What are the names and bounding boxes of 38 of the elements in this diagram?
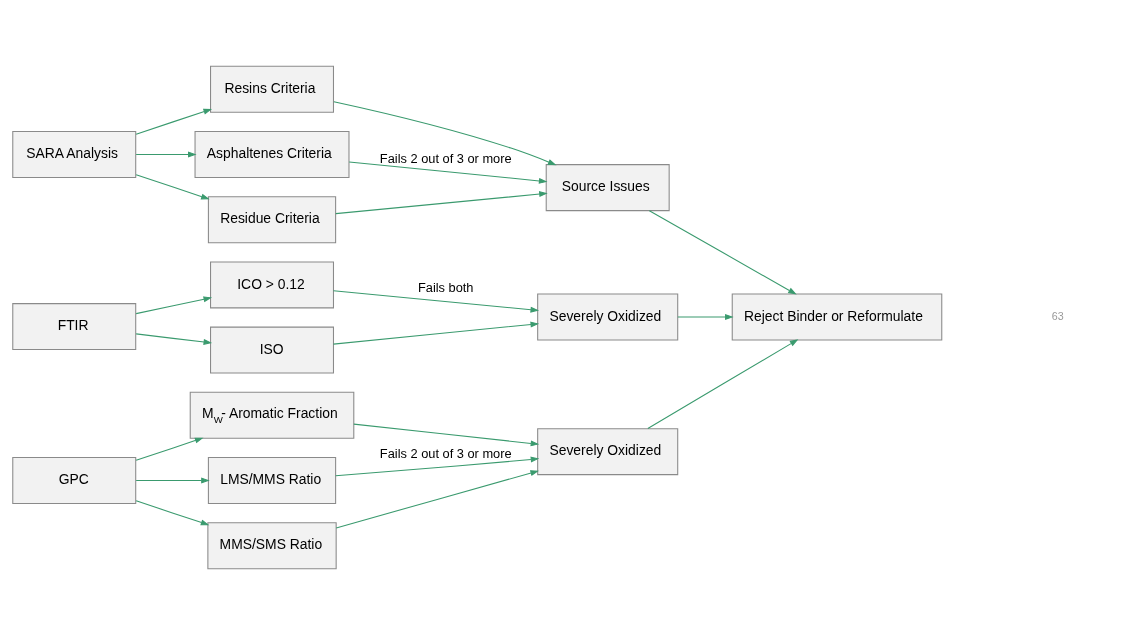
node-box: Asphaltenes Criteria bbox=[194, 130, 350, 178]
arrow bbox=[335, 190, 548, 214]
node-box: ICO > 0.12 bbox=[210, 260, 334, 308]
node-box: MMS/SMS Ratio bbox=[207, 521, 337, 569]
node-box: FTIR bbox=[12, 302, 137, 350]
arrow bbox=[135, 332, 213, 345]
edge-label: Fails 2 out of 3 or more bbox=[379, 150, 512, 166]
arrow bbox=[135, 150, 197, 157]
arrow bbox=[135, 499, 210, 525]
arrow bbox=[332, 289, 540, 313]
label: 63 bbox=[1051, 309, 1064, 322]
edge-label: Fails 2 out of 3 or more bbox=[379, 445, 512, 461]
arrow bbox=[335, 455, 540, 476]
node-box: Residue Criteria bbox=[207, 195, 337, 243]
node-box: Severely Oxidized bbox=[537, 292, 679, 340]
node-box: Source Issues bbox=[545, 163, 670, 211]
arrow bbox=[648, 209, 797, 295]
arrow bbox=[348, 161, 548, 184]
arrow bbox=[135, 173, 210, 199]
node-box: Severely Oxidized bbox=[537, 427, 679, 475]
node-box: Reject Binder or Reformulate bbox=[731, 292, 943, 340]
node-box: GPC bbox=[12, 456, 137, 504]
arrow bbox=[677, 313, 734, 320]
edge-label: Fails both bbox=[417, 279, 474, 295]
node-box: ISO bbox=[210, 326, 334, 374]
node-box: M$_{W}$- Aromatic Fraction bbox=[189, 391, 355, 439]
node-box: SARA Analysis bbox=[12, 130, 137, 178]
arrow bbox=[647, 338, 799, 429]
arrow bbox=[135, 477, 210, 484]
arrow bbox=[135, 295, 213, 314]
arrow bbox=[332, 321, 540, 345]
arrow bbox=[135, 437, 204, 461]
arrow bbox=[335, 469, 539, 528]
node-box: Resins Criteria bbox=[210, 65, 334, 113]
node-box: LMS/MMS Ratio bbox=[207, 456, 337, 504]
arrow bbox=[333, 100, 557, 165]
arrow bbox=[135, 108, 213, 135]
arrow bbox=[353, 423, 540, 446]
